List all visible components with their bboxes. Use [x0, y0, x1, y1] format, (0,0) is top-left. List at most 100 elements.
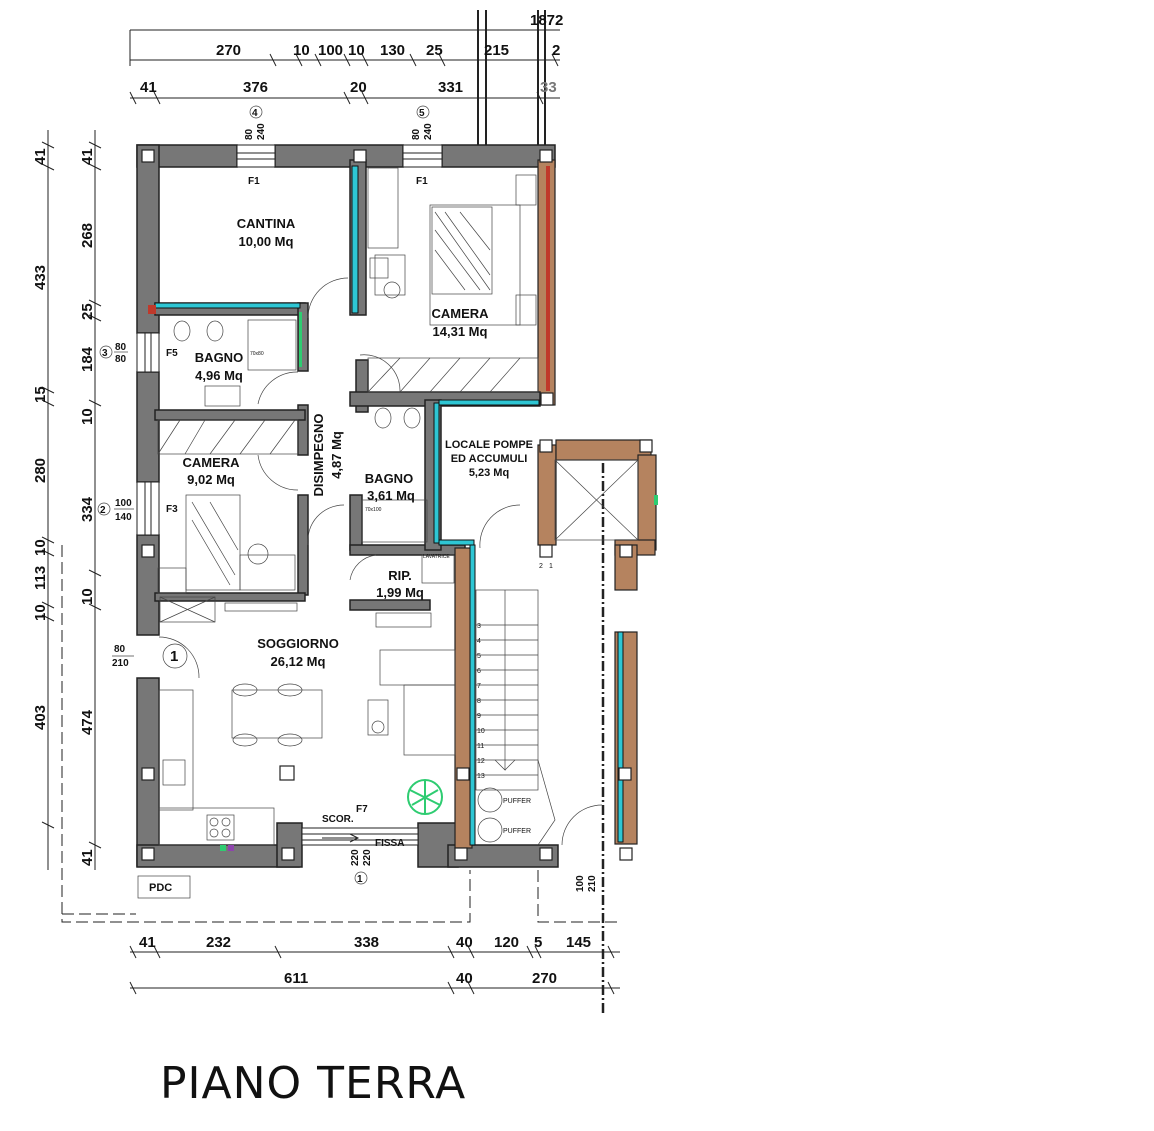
svg-text:11: 11: [477, 743, 484, 750]
svg-text:33: 33: [540, 79, 557, 96]
svg-text:20: 20: [350, 79, 367, 96]
svg-text:268: 268: [79, 223, 96, 248]
svg-text:40: 40: [456, 970, 473, 987]
svg-text:41: 41: [140, 79, 157, 96]
room-name-locale-pompe: LOCALE POMPE: [445, 439, 533, 451]
svg-text:13: 13: [477, 773, 485, 780]
svg-text:6: 6: [477, 668, 481, 675]
puffer-label-2: PUFFER: [503, 828, 531, 835]
pdc-label: PDC: [149, 882, 172, 894]
svg-text:80: 80: [115, 354, 127, 365]
page-title: PIANO TERRA: [160, 1058, 467, 1109]
svg-text:280: 280: [32, 458, 49, 483]
svg-text:100: 100: [115, 498, 132, 509]
svg-text:80: 80: [114, 644, 126, 655]
svg-text:331: 331: [438, 79, 463, 96]
lavatrice-label: LAVATRICE: [423, 554, 450, 560]
svg-text:113: 113: [32, 566, 49, 590]
room-labels: CANTINA 10,00 Mq CAMERA 14,31 Mq BAGNO 4…: [182, 216, 533, 669]
svg-text:25: 25: [79, 303, 96, 320]
svg-text:10: 10: [32, 539, 49, 556]
svg-text:403: 403: [32, 705, 49, 730]
svg-text:220: 220: [350, 849, 361, 866]
svg-text:F5: F5: [166, 348, 178, 359]
svg-text:10: 10: [293, 42, 310, 59]
room-name-bagno-1: BAGNO: [195, 350, 243, 365]
svg-text:3: 3: [102, 348, 108, 359]
svg-text:474: 474: [79, 709, 96, 735]
svg-text:240: 240: [423, 123, 434, 140]
svg-text:41: 41: [139, 934, 156, 951]
svg-text:140: 140: [115, 512, 132, 523]
room-area-soggiorno: 26,12 Mq: [271, 654, 326, 669]
window-5-number: 5: [419, 108, 425, 119]
svg-text:215: 215: [484, 42, 509, 59]
room-area-rip: 1,99 Mq: [376, 585, 424, 600]
room-name-locale-pompe-2: ED ACCUMULI: [451, 453, 528, 465]
svg-text:10: 10: [79, 408, 96, 425]
svg-text:376: 376: [243, 79, 268, 96]
svg-text:611: 611: [284, 970, 308, 987]
svg-text:40: 40: [456, 934, 473, 951]
svg-text:100: 100: [575, 875, 586, 892]
svg-text:F1: F1: [248, 176, 260, 187]
room-area-camera-1: 14,31 Mq: [433, 324, 488, 339]
svg-text:10: 10: [348, 42, 365, 59]
svg-text:4: 4: [477, 638, 481, 645]
svg-text:210: 210: [112, 658, 129, 669]
svg-text:F3: F3: [166, 504, 178, 515]
room-area-camera-2: 9,02 Mq: [187, 472, 235, 487]
bottom-dimensions: 41 232 338 40 120 5 145 611 40 270: [139, 934, 591, 987]
top-dimensions: 270 10 100 10 130 25 215 2 1872 41 376 2…: [140, 12, 563, 96]
svg-text:12: 12: [477, 758, 485, 765]
opening-annotations: 4 80 240 F1 5 80 240 F1 3 80 80 F5 2 100…: [97, 105, 598, 892]
svg-text:184: 184: [79, 346, 96, 372]
misc-labels: PDC PUFFER PUFFER LAVATRICE 70x80 70x100…: [149, 351, 553, 894]
room-name-cantina: CANTINA: [237, 216, 296, 231]
svg-text:9: 9: [477, 713, 481, 720]
svg-text:5: 5: [477, 653, 481, 660]
svg-text:1: 1: [549, 563, 553, 570]
insulation-layers: [148, 165, 658, 846]
puffer-label-1: PUFFER: [503, 798, 531, 805]
room-name-camera-2: CAMERA: [182, 455, 240, 470]
svg-text:270: 270: [216, 42, 241, 59]
room-area-bagno-1: 4,96 Mq: [195, 368, 243, 383]
room-area-bagno-2: 3,61 Mq: [367, 488, 415, 503]
svg-text:2: 2: [552, 42, 560, 59]
window-4-number: 4: [252, 108, 258, 119]
left-dimensions: 41 433 15 280 10 113 10 403 41 268 25 18…: [32, 148, 96, 866]
svg-text:100: 100: [318, 42, 343, 59]
svg-text:2: 2: [539, 563, 543, 570]
svg-text:41: 41: [32, 148, 49, 165]
partial-dimension: 1872: [530, 12, 563, 29]
furniture: [137, 167, 639, 899]
svg-text:130: 130: [380, 42, 405, 59]
svg-text:SCOR.: SCOR.: [322, 814, 354, 825]
svg-text:210: 210: [587, 875, 598, 892]
svg-text:270: 270: [532, 970, 557, 987]
svg-text:80: 80: [115, 342, 127, 353]
svg-text:80: 80: [244, 128, 255, 140]
svg-text:10: 10: [32, 604, 49, 621]
svg-text:41: 41: [79, 148, 96, 165]
svg-text:145: 145: [566, 934, 591, 951]
room-name-disimpegno: DISIMPEGNO: [311, 413, 326, 496]
structural-columns: [141, 149, 653, 861]
svg-text:338: 338: [354, 934, 379, 951]
entry-arrow: [322, 833, 360, 843]
room-name-camera-1: CAMERA: [431, 306, 489, 321]
room-name-soggiorno: SOGGIORNO: [257, 636, 339, 651]
svg-text:3: 3: [477, 623, 481, 630]
svg-text:25: 25: [426, 42, 443, 59]
svg-text:232: 232: [206, 934, 231, 951]
room-area-cantina: 10,00 Mq: [239, 234, 294, 249]
svg-text:120: 120: [494, 934, 519, 951]
svg-text:5: 5: [534, 934, 542, 951]
svg-text:433: 433: [32, 265, 49, 290]
svg-text:10: 10: [79, 588, 96, 605]
door-swings: [158, 277, 603, 846]
room-name-rip: RIP.: [388, 568, 412, 583]
svg-text:240: 240: [256, 123, 267, 140]
